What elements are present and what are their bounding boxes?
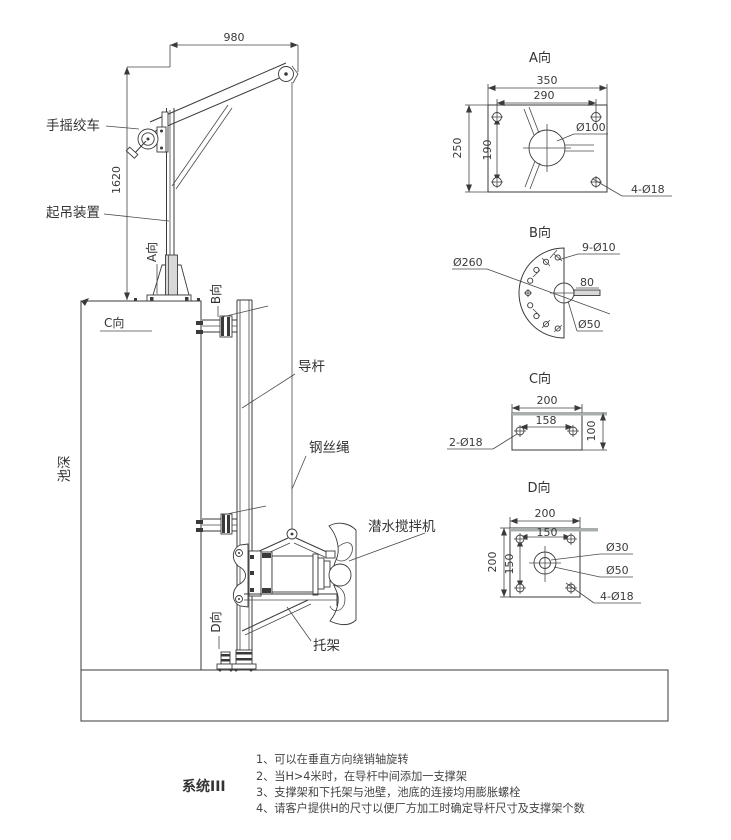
note-2: 2、当H>4米时，在导杆中间添加一支撑架 [256, 769, 467, 783]
detail-d-edge-band [510, 528, 598, 532]
hand-winch-label: 手摇绞车 [46, 117, 100, 134]
detail-d-dim-200-top: 200 [535, 507, 556, 520]
detail-d-dim-150-top: 150 [537, 526, 558, 539]
hoist-assembly [125, 62, 299, 302]
note-1: 1、可以在垂直方向绕销轴旋转 [256, 752, 409, 766]
detail-d-corner-holes-label: 4-Ø18 [600, 590, 634, 603]
bracket-label: 托架 [313, 638, 340, 654]
view-marker-d: D向 [208, 611, 223, 632]
detail-c-dim-200: 200 [537, 394, 558, 407]
detail-d-hole-small-label: Ø30 [606, 541, 629, 554]
rod-slide-clamp [232, 543, 249, 608]
dim-1620: 1620 [110, 166, 123, 194]
view-marker-b: B向 [208, 284, 223, 304]
mixer-motor-body [271, 555, 314, 593]
detail-c-bolt-holes [514, 425, 579, 437]
detail-a-dim-350: 350 [537, 74, 558, 87]
detail-b-outer-dia-label: Ø260 [453, 256, 483, 269]
wall-corner-tick [81, 298, 89, 306]
detail-c-edge-band [512, 412, 607, 416]
detail-d-title: D向 [527, 480, 550, 496]
main-labels: 手摇绞车 起吊装置 A向 B向 C向 池深 导杆 钢丝绳 潜水搅拌机 托架 D向 [46, 117, 436, 654]
detail-d-hole-large-label: Ø50 [606, 564, 629, 577]
upper-bracket [196, 305, 269, 338]
detail-a-center-hole-label: Ø100 [576, 121, 606, 134]
pulley [278, 65, 299, 84]
detail-d-bolt-holes [514, 533, 577, 594]
middle-bracket [196, 505, 267, 535]
guide-rod [236, 299, 253, 663]
main-dimension-lines: 980 1620 [110, 31, 299, 300]
lifting-device-label: 起吊装置 [46, 205, 100, 221]
note-3: 3、支撑架和下托架与池壁，池底的连接均用膨胀螺栓 [256, 785, 520, 799]
detail-c-title: C向 [529, 371, 551, 387]
detail-b-center-hole-label: Ø50 [578, 318, 601, 331]
detail-d-dim-200-left: 200 [486, 552, 499, 573]
detail-a-dim-250: 250 [451, 138, 464, 159]
detail-view-d: D向 200 150 200 150 Ø30 Ø50 4-Ø18 [486, 480, 641, 604]
system-label: 系统III [182, 778, 226, 795]
view-marker-c: C向 [104, 315, 124, 330]
detail-view-a: A向 350 290 250 190 Ø100 [451, 50, 672, 197]
view-marker-a: A向 [144, 242, 159, 262]
detail-a-dim-290: 290 [534, 89, 555, 102]
mast-collar [165, 254, 178, 296]
detail-a-dim-190: 190 [481, 140, 494, 161]
hand-winch [125, 111, 169, 159]
propeller-hub [328, 563, 352, 587]
detail-a-corner-holes-label: 4-Ø18 [631, 183, 665, 196]
detail-b-arc-holes-label: 9-Ø10 [582, 241, 616, 254]
mixer-assembly [232, 522, 357, 636]
detail-c-dim-158: 158 [536, 414, 557, 427]
main-elevation-view: 980 1620 [46, 31, 669, 722]
detail-d-dim-150-left: 150 [503, 554, 516, 575]
detail-c-holes-label: 2-Ø18 [449, 436, 483, 449]
pool-wall [80, 300, 202, 671]
detail-b-dim-80: 80 [580, 276, 594, 289]
detail-b-tab [573, 289, 601, 296]
detail-b-half-disc [518, 247, 565, 339]
pool-depth-label: 池深 [57, 456, 73, 483]
pool-floor [80, 669, 669, 722]
detail-b-title: B向 [529, 225, 551, 241]
detail-c-dim-100: 100 [585, 421, 598, 442]
mast-base-plate [146, 294, 192, 302]
guide-rod-label: 导杆 [298, 359, 325, 375]
notes-block: 系统III 1、可以在垂直方向绕销轴旋转 2、当H>4米时，在导杆中间添加一支撑… [182, 752, 585, 815]
wire-rope-label: 钢丝绳 [309, 440, 350, 456]
detail-a-title: A向 [529, 50, 551, 66]
note-4: 4、请客户提供H的尺寸以便厂方加工时确定导杆尺寸及支撑架个数 [256, 801, 585, 815]
mixer-label: 潜水搅拌机 [368, 519, 436, 535]
rod-base-anchors [216, 649, 257, 672]
dim-980: 980 [224, 31, 245, 44]
crank-grip [125, 146, 139, 159]
detail-view-c: C向 200 158 100 2-Ø18 [447, 371, 607, 451]
detail-view-b: B向 80 Ø260 9-Ø10 Ø50 [452, 225, 620, 339]
detail-b-arc-holes [524, 249, 563, 333]
